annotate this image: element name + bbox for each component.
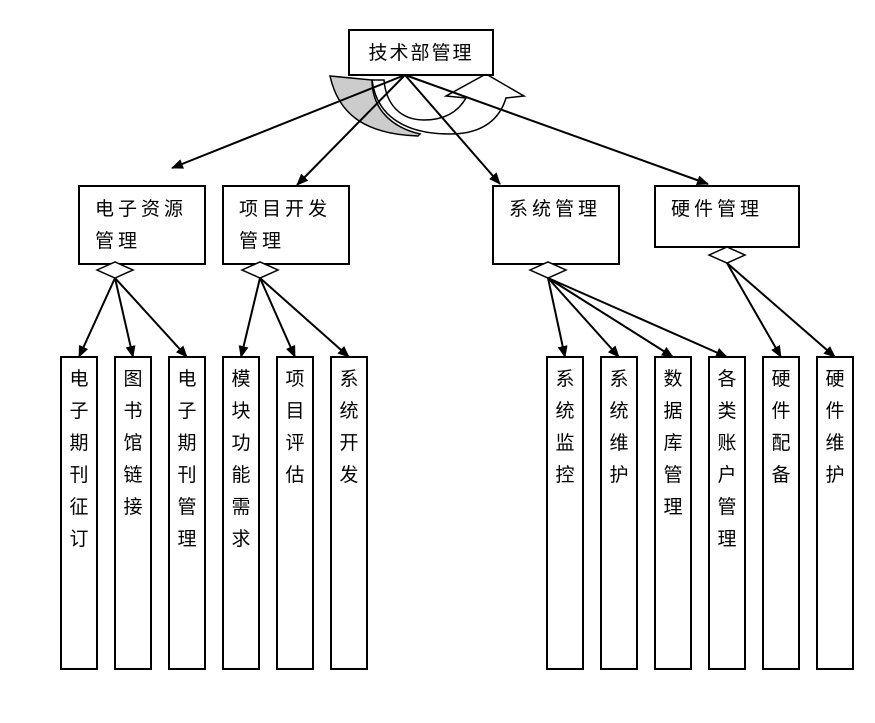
branch-label: 电子资源 bbox=[95, 198, 187, 220]
aggregation-diamond-icon bbox=[528, 261, 568, 279]
aggregation-diamond-icon bbox=[240, 261, 280, 279]
root-to-branch-arrow bbox=[296, 74, 406, 186]
leaf-node: 图书馆链接 bbox=[114, 356, 152, 670]
aggregation-diamond-icon bbox=[95, 261, 135, 279]
leaf-box bbox=[276, 356, 314, 670]
root-box bbox=[348, 29, 494, 76]
branch-box bbox=[78, 185, 206, 265]
branch-box bbox=[492, 185, 620, 265]
leaf-node: 模块功能需求 bbox=[222, 356, 260, 670]
branch-node: 系统管理 bbox=[492, 185, 620, 279]
branch-label: 管理 bbox=[239, 230, 285, 252]
branch-to-leaf-arrow bbox=[259, 277, 296, 358]
leaf-label: 项目评估 bbox=[285, 368, 304, 486]
branch-to-leaf-arrow bbox=[726, 262, 836, 358]
leaf-node: 系统开发 bbox=[330, 356, 368, 670]
leaf-node: 数据库管理 bbox=[654, 356, 692, 670]
branch-label: 项目开发 bbox=[239, 198, 331, 220]
leaf-node: 各类账户管理 bbox=[708, 356, 746, 670]
aggregation-diamond-icon bbox=[707, 246, 747, 264]
branch-to-leaf-arrow bbox=[259, 277, 350, 358]
leaf-box bbox=[600, 356, 638, 670]
leaf-node: 电子期刊管理 bbox=[168, 356, 206, 670]
leaf-label: 各类账户管理 bbox=[717, 368, 736, 550]
branch-to-leaf-arrow bbox=[114, 277, 136, 358]
root-to-branch-arrow bbox=[404, 74, 501, 185]
branch-to-leaf-arrow bbox=[726, 262, 782, 358]
leaf-label: 硬件维护 bbox=[825, 368, 844, 486]
root-to-branch-arrow bbox=[404, 74, 709, 185]
branch-to-leaf-arrow bbox=[78, 277, 116, 358]
branch-to-leaf-arrow bbox=[547, 277, 620, 358]
root-to-branch-arrow bbox=[171, 74, 406, 169]
leaf-label: 数据库管理 bbox=[663, 368, 682, 518]
branch-label: 管理 bbox=[95, 230, 141, 252]
branch-to-leaf-arrow bbox=[547, 277, 728, 358]
leaf-box bbox=[60, 356, 98, 670]
leaf-box bbox=[330, 356, 368, 670]
leaf-label: 模块功能需求 bbox=[231, 368, 250, 550]
leaf-label: 系统维护 bbox=[609, 368, 628, 486]
leaf-node: 系统监控 bbox=[546, 356, 584, 670]
branch-to-leaf-arrow bbox=[114, 277, 188, 358]
branch-node: 硬件管理 bbox=[654, 185, 800, 264]
leaf-node: 项目评估 bbox=[276, 356, 314, 670]
branch-label: 系统管理 bbox=[509, 198, 601, 220]
leaf-node: 硬件维护 bbox=[816, 356, 854, 670]
branch-label: 硬件管理 bbox=[671, 198, 763, 220]
leaf-label: 硬件配备 bbox=[771, 368, 790, 486]
leaf-box bbox=[708, 356, 746, 670]
leaf-label: 电子期刊管理 bbox=[177, 368, 196, 550]
branch-box bbox=[222, 185, 350, 265]
leaf-box bbox=[546, 356, 584, 670]
leaf-node: 电子期刊征订 bbox=[60, 356, 98, 670]
leaf-node: 硬件配备 bbox=[762, 356, 800, 670]
leaf-box bbox=[222, 356, 260, 670]
leaf-box bbox=[762, 356, 800, 670]
leaf-label: 图书馆链接 bbox=[123, 368, 142, 518]
branch-to-leaf-arrow bbox=[547, 277, 674, 358]
leaf-box bbox=[654, 356, 692, 670]
root-node: 技术部管理 bbox=[348, 29, 494, 76]
leaf-label: 系统开发 bbox=[339, 368, 358, 486]
leaf-label: 电子期刊征订 bbox=[69, 368, 88, 550]
leaf-node: 系统维护 bbox=[600, 356, 638, 670]
leaf-label: 系统监控 bbox=[555, 368, 574, 486]
leaf-box bbox=[168, 356, 206, 670]
branch-to-leaf-arrow bbox=[547, 277, 568, 358]
leaf-box bbox=[816, 356, 854, 670]
leaf-box bbox=[114, 356, 152, 670]
root-label: 技术部管理 bbox=[368, 42, 473, 64]
branch-to-leaf-arrow bbox=[238, 277, 261, 358]
edges-layer bbox=[78, 74, 836, 358]
